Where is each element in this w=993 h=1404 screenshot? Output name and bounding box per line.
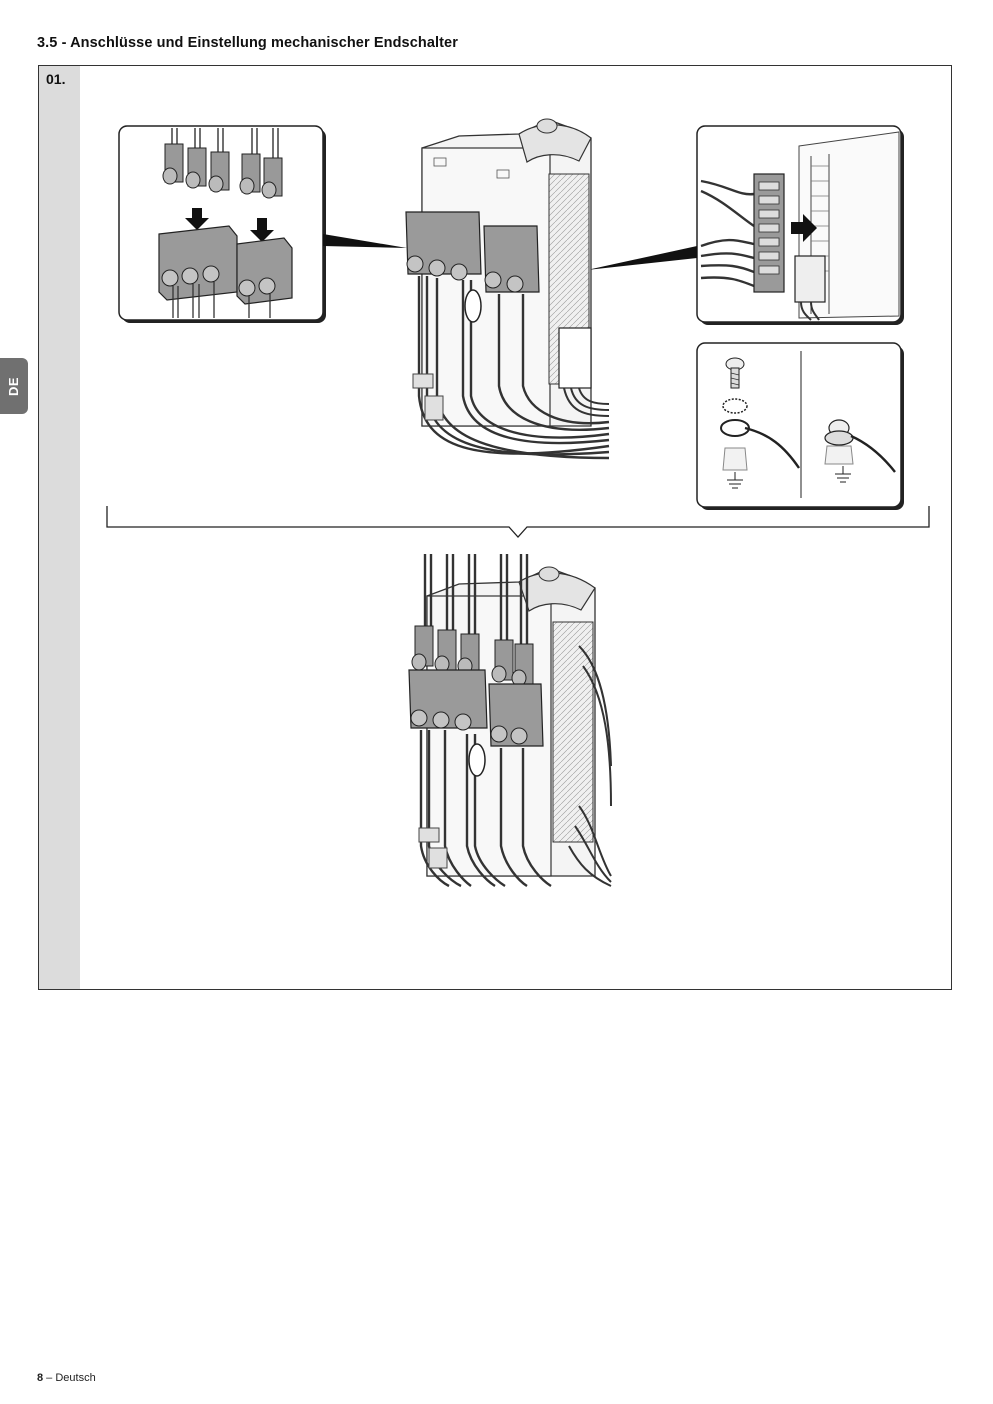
wiring-illustration (106, 118, 930, 888)
ground-symbol-icon (727, 472, 743, 489)
arrow-right-icon (791, 214, 817, 242)
control-unit-after (408, 554, 612, 888)
page-number: 8 (37, 1372, 44, 1384)
control-unit-before (405, 118, 610, 460)
language-tab-label: DE (6, 376, 22, 396)
step-number: 01. (46, 71, 66, 87)
inset-connector-insertion (118, 125, 326, 323)
page-footer: 8 – Deutsch (37, 1372, 96, 1384)
inset-plug-connection (696, 125, 904, 325)
arrow-down-icon (185, 208, 274, 242)
page-title: 3.5 - Anschlüsse und Einstellung mechani… (37, 35, 458, 51)
screw-icon (725, 357, 745, 389)
language-tab: DE (0, 358, 28, 414)
step-strip (39, 66, 80, 989)
footer-separator: – (43, 1372, 56, 1384)
figure-box: 01. (38, 65, 952, 990)
ground-symbol-icon (835, 466, 851, 483)
figure-bracket (106, 506, 930, 538)
footer-language: Deutsch (55, 1372, 96, 1384)
inset-grounding (696, 342, 904, 510)
